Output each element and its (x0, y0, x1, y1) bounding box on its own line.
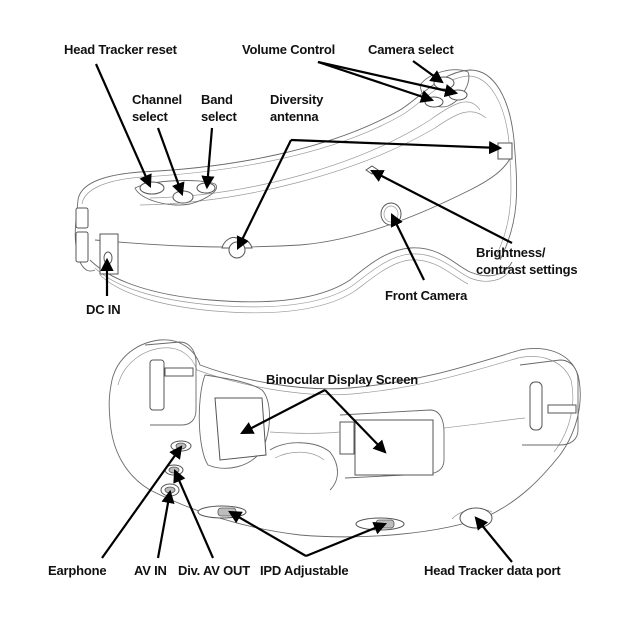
leader-front-camera (390, 213, 425, 281)
leader-display-left (240, 389, 326, 435)
leader-volume-control-b (317, 60, 435, 103)
label-brightness-2: contrast settings (476, 262, 578, 277)
leader-channel-select (156, 127, 185, 197)
label-diversity-antenna-1: Diversity (270, 92, 324, 107)
leader-brightness (370, 169, 513, 244)
label-front-camera: Front Camera (385, 288, 468, 303)
leader-diversity-antenna (290, 138, 503, 155)
label-head-tracker-data-port: Head Tracker data port (424, 563, 561, 578)
leader-head-tracker-reset (94, 63, 152, 189)
label-binocular-display-screen: Binocular Display Screen (266, 372, 418, 387)
label-div-av-out: Div. AV OUT (178, 563, 250, 578)
label-camera-select: Camera select (368, 42, 454, 57)
leader-camera-select (412, 60, 444, 84)
leader-diversity-antenna-port (236, 139, 292, 250)
leader-ipd-left (228, 510, 307, 557)
label-dc-in: DC IN (86, 302, 121, 317)
label-earphone: Earphone (48, 563, 107, 578)
top-leader-lines (94, 60, 513, 296)
label-channel-select-2: select (132, 109, 168, 124)
leader-head-tracker-data-port (474, 516, 513, 563)
label-ipd-adjustable: IPD Adjustable (260, 563, 349, 578)
leader-earphone (101, 445, 183, 559)
leader-display-right (324, 389, 387, 454)
label-brightness-1: Brightness/ (476, 245, 546, 260)
leader-volume-control-a (317, 60, 459, 98)
leader-band-select (201, 127, 215, 190)
label-band-select-1: Band (201, 92, 233, 107)
leader-ipd-right (305, 522, 388, 558)
label-diversity-antenna-2: antenna (270, 109, 319, 124)
label-av-in: AV IN (134, 563, 167, 578)
label-volume-control: Volume Control (242, 42, 336, 57)
bottom-goggles-illustration (108, 339, 581, 538)
label-band-select-2: select (201, 109, 237, 124)
leader-av-in (156, 489, 175, 559)
label-channel-select-1: Channel (132, 92, 182, 107)
bottom-leader-lines (101, 389, 513, 563)
label-head-tracker-reset: Head Tracker reset (64, 42, 177, 57)
leader-div-av-out (173, 468, 215, 559)
